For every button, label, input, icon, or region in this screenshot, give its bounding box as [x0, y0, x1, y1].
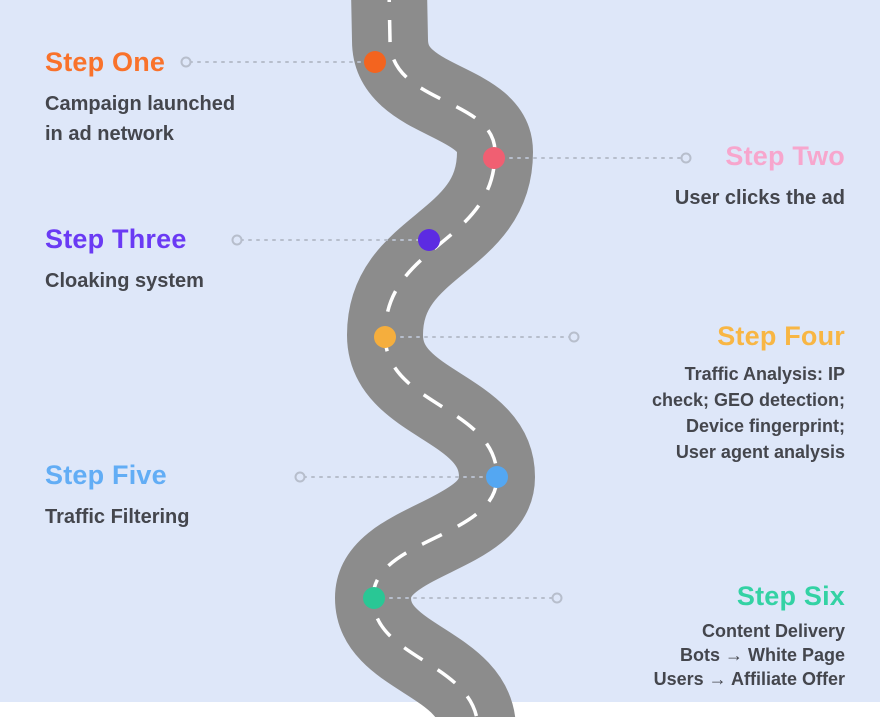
step-two-description: User clicks the ad: [675, 183, 845, 213]
step-one-dot: [364, 51, 386, 73]
step-one-title: Step One: [45, 47, 166, 77]
step-five-line-1: Traffic Filtering: [45, 506, 190, 528]
connector-endpoint-three: [231, 234, 243, 246]
connector-endpoint-two: [680, 152, 692, 164]
road-center-dashed-line: [371, 0, 499, 717]
step-four-line-2: check; GEO detection;: [651, 390, 845, 410]
step-six-title: Step Six: [736, 581, 845, 611]
step-five-description: Traffic Filtering: [45, 502, 189, 532]
step-six-line-1: Content Delivery: [701, 621, 845, 641]
step-two-line-1: User clicks the ad: [674, 187, 845, 209]
step-six-dot: [363, 587, 385, 609]
connector-endpoint-five: [294, 471, 306, 483]
step-four-line-4: User agent analysis: [675, 442, 845, 462]
step-five-title: Step Five: [45, 460, 167, 490]
step-four-line-3: Device fingerprint;: [685, 416, 845, 436]
step-four-description: Traffic Analysis: IP check; GEO detectio…: [652, 361, 845, 465]
step-one-description: Campaign launched in ad network: [45, 89, 235, 149]
step-one-line-1: Campaign launched: [45, 93, 236, 115]
step-three-description: Cloaking system: [45, 266, 204, 296]
step-two-block: Step Two User clicks the ad: [675, 141, 845, 213]
step-two-dot: [483, 147, 505, 169]
step-three-line-1: Cloaking system: [45, 270, 204, 292]
step-six-description: Content Delivery Bots → White Page Users…: [654, 619, 845, 691]
step-six-line-3: Users → Affiliate Offer: [653, 669, 845, 689]
connector-endpoint-four: [568, 331, 580, 343]
step-one-block: Step One Campaign launched in ad network: [45, 47, 235, 149]
step-four-title: Step Four: [717, 321, 845, 351]
step-five-block: Step Five Traffic Filtering: [45, 460, 189, 532]
connector-endpoint-six: [551, 592, 563, 604]
step-six-line-2: Bots → White Page: [679, 645, 845, 665]
step-three-dot: [418, 229, 440, 251]
step-six-block: Step Six Content Delivery Bots → White P…: [654, 581, 845, 691]
connector-endpoint-one: [180, 56, 192, 68]
step-five-dot: [486, 466, 508, 488]
step-three-title: Step Three: [45, 224, 187, 254]
step-two-title: Step Two: [725, 141, 845, 171]
step-three-block: Step Three Cloaking system: [45, 224, 204, 296]
step-one-line-2: in ad network: [45, 123, 174, 145]
step-four-line-1: Traffic Analysis: IP: [684, 364, 845, 384]
step-four-dot: [374, 326, 396, 348]
step-four-block: Step Four Traffic Analysis: IP check; GE…: [652, 321, 845, 465]
